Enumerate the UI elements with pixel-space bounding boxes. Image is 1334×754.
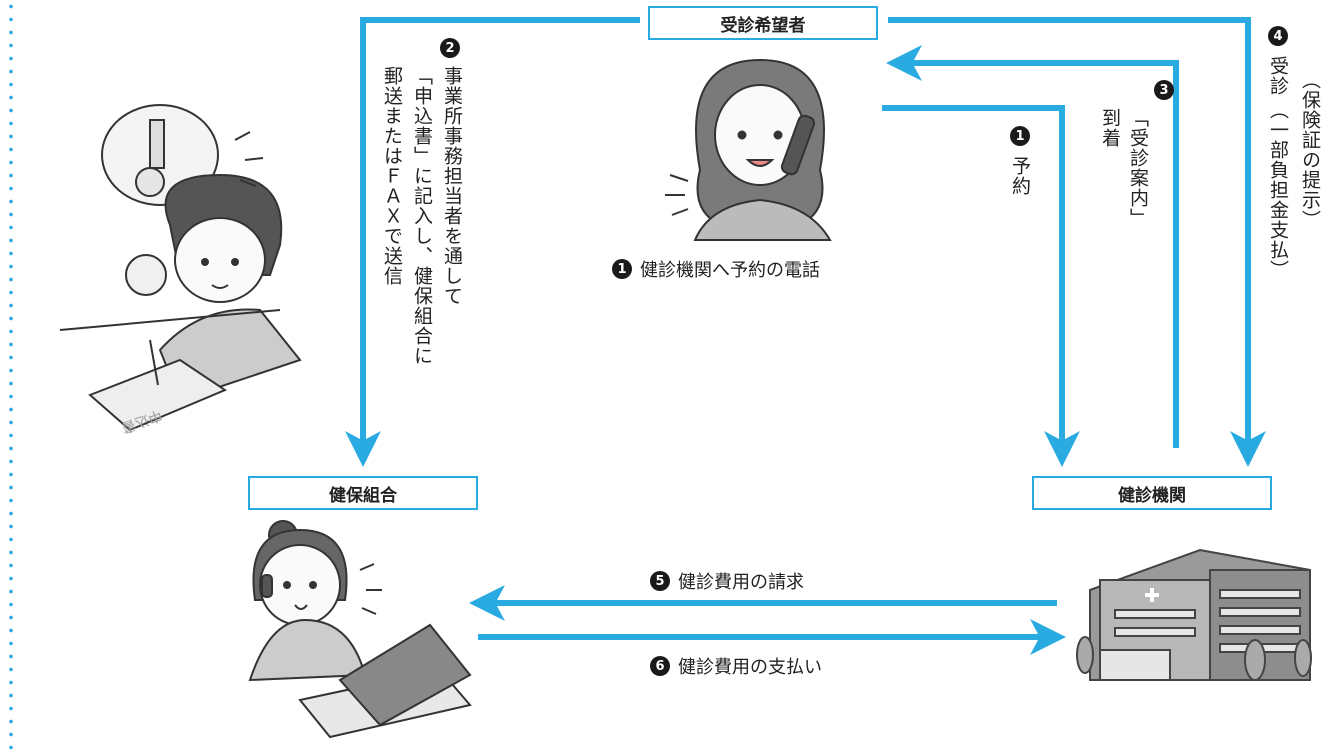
arrow-3-annai [886,45,1179,448]
step5-caption: 5 健診費用の請求 [650,568,804,594]
step3-badge: 3 [1154,80,1174,100]
step2-line2: 「申込書」に記入し、健保組合に [411,66,433,366]
node-applicant: 受診希望者 [648,6,878,40]
dotted-border [8,0,14,754]
node-applicant-label: 受診希望者 [720,15,806,36]
step1-caption-text: 健診機関へ予約の電話 [640,260,820,281]
step3-line1: 「受診案内」 [1127,108,1149,228]
step1-arrow-label: 予約 [1009,156,1031,196]
step4-line1: 受診 [1267,56,1289,96]
step4-line2: （一部負担金支払） [1267,100,1289,280]
node-kenpo: 健保組合 [248,476,478,510]
node-clinic: 健診機関 [1032,476,1272,510]
hospital-building-icon [1076,548,1312,681]
person-phone-call-icon [665,58,832,241]
step6-caption-text: 健診費用の支払い [678,657,822,678]
step6-badge: 6 [650,656,670,676]
step4-badge: 4 [1268,26,1288,46]
arrow-4-jushin [888,17,1266,467]
step4-line3: （保険証の提示） [1299,70,1321,230]
step6-caption: 6 健診費用の支払い [650,653,822,679]
step3-line2: 到着 [1099,108,1121,148]
node-clinic-label: 健診機関 [1118,485,1186,506]
step2-line1: 事業所事務担当者を通して [441,66,463,306]
arrow-1-yoyaku [882,105,1080,467]
step5-caption-text: 健診費用の請求 [678,572,804,593]
person-writing-form-icon [59,104,302,432]
arrow-2-to-kenpo [345,17,640,467]
step2-badge: 2 [440,38,460,58]
operator-laptop-icon [248,520,472,739]
step1-badge: 1 [612,259,632,279]
node-kenpo-label: 健保組合 [329,485,397,506]
step5-badge: 5 [650,571,670,591]
step2-line3: 郵送またはＦＡＸで送信 [381,66,403,286]
step1-caption: 1 健診機関へ予約の電話 [612,256,820,282]
step1-arrow-badge: 1 [1010,126,1030,146]
